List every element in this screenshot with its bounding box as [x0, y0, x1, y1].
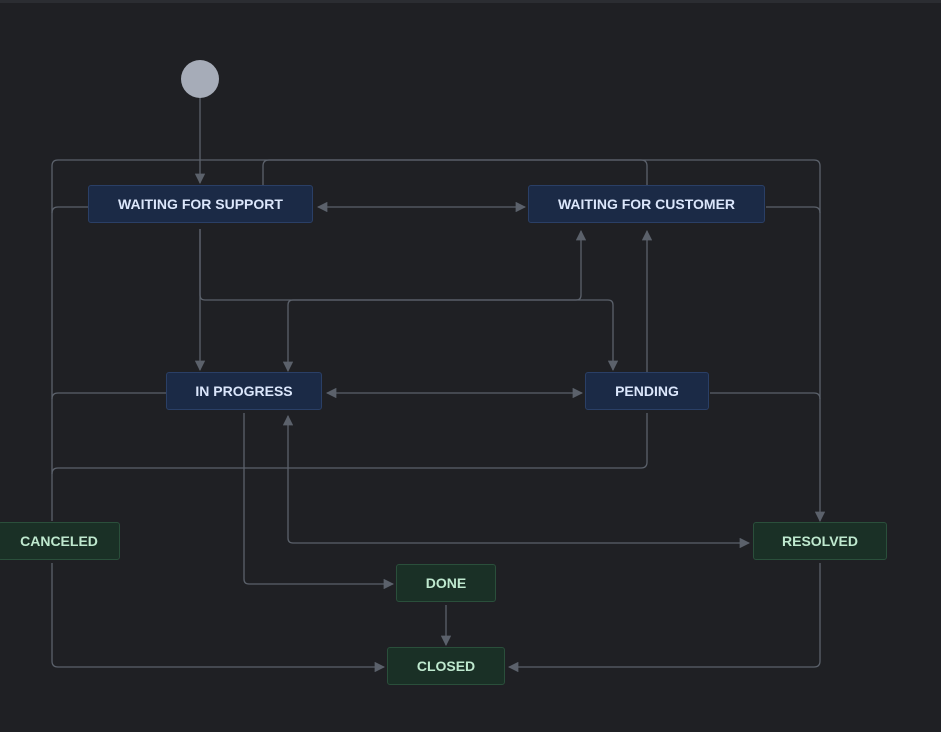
edge-resolved-to-closed: [507, 563, 821, 673]
edge-waiting-customer-to-resolved: [766, 206, 821, 214]
state-closed[interactable]: CLOSED: [387, 647, 505, 685]
edge-pending-to-canceled: [51, 413, 648, 475]
state-label: WAITING FOR SUPPORT: [118, 196, 283, 212]
edge-in-progress-waiting-customer: [282, 229, 587, 373]
state-done[interactable]: DONE: [396, 564, 496, 602]
edge-pending-to-resolved: [710, 392, 821, 400]
state-label: IN PROGRESS: [195, 383, 293, 399]
edge-waiting-support-to-canceled: [51, 206, 88, 214]
edge-in-progress-to-canceled: [51, 392, 166, 400]
state-label: CLOSED: [416, 658, 476, 674]
state-resolved[interactable]: RESOLVED: [753, 522, 887, 560]
state-in-progress[interactable]: IN PROGRESS: [166, 372, 322, 410]
state-label: DONE: [425, 575, 467, 591]
edge-in-progress-resolved: [282, 414, 751, 549]
start-node: [181, 60, 219, 98]
edge-canceled-to-closed: [51, 563, 386, 673]
state-canceled[interactable]: CANCELED: [0, 522, 120, 560]
edge-in-progress-to-done: [243, 413, 395, 590]
state-label: RESOLVED: [782, 533, 858, 549]
state-label: PENDING: [615, 383, 679, 399]
state-label: CANCELED: [20, 533, 98, 549]
state-pending[interactable]: PENDING: [585, 372, 709, 410]
transition-edges: [51, 98, 826, 673]
edge-top-loop-right: [262, 159, 826, 523]
state-label: WAITING FOR CUSTOMER: [557, 196, 736, 212]
state-waiting-for-support[interactable]: WAITING FOR SUPPORT: [88, 185, 313, 223]
state-waiting-for-customer[interactable]: WAITING FOR CUSTOMER: [528, 185, 765, 223]
